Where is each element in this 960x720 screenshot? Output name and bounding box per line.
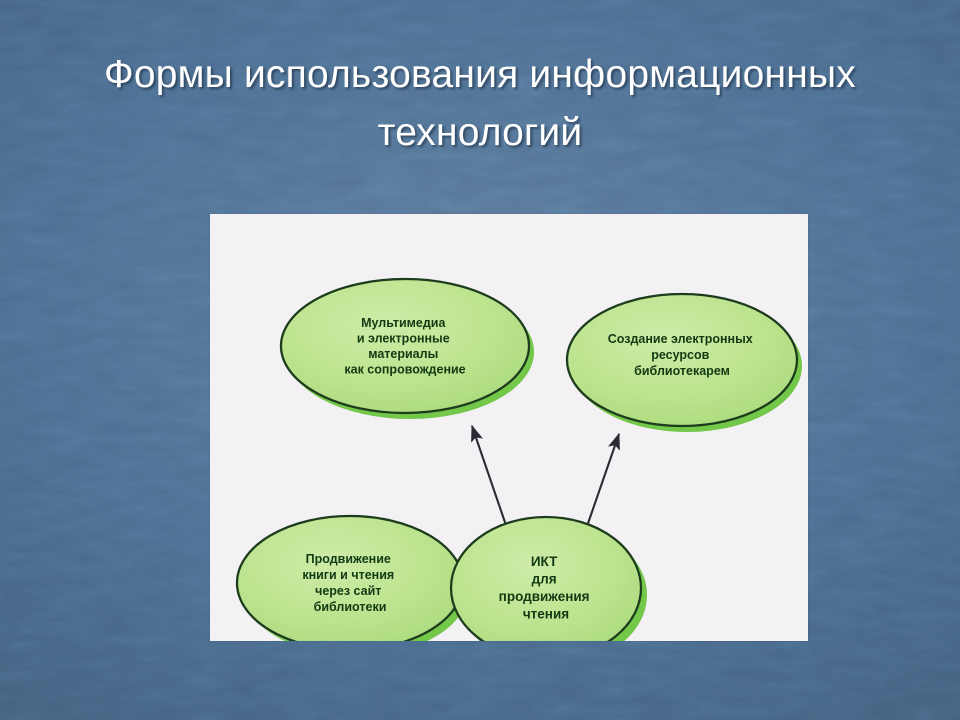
page-title: Формы использования информационных техно… (104, 53, 856, 154)
node-label: ИКТ для продвижения чтения (499, 554, 594, 622)
node-label: Мультимедиа и электронные материалы как … (344, 316, 465, 377)
node-site-promotion[interactable]: Продвижение книги и чтения через сайт би… (235, 514, 469, 641)
edge-center-to-librarian-resources (584, 432, 620, 533)
node-librarian-resources[interactable]: Создание электронных ресурсов библиотека… (565, 292, 802, 432)
node-body (449, 515, 643, 641)
node-body (279, 277, 531, 415)
node-label: Создание электронных ресурсов библиотека… (608, 332, 756, 378)
diagram-panel: Мультимедиа и электронные материалы как … (210, 214, 808, 641)
edge-center-to-multimedia (471, 424, 510, 535)
node-multimedia[interactable]: Мультимедиа и электронные материалы как … (279, 277, 534, 419)
concept-map: Мультимедиа и электронные материалы как … (235, 277, 802, 641)
node-label: Продвижение книги и чтения через сайт би… (302, 552, 397, 614)
node-body (565, 292, 799, 428)
node-center[interactable]: ИКТ для продвижения чтения (449, 515, 647, 641)
